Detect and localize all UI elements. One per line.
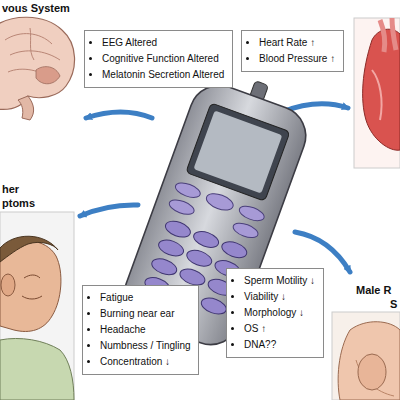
phone-illustration bbox=[220, 239, 249, 261]
bullet-item: Burning near ear bbox=[100, 306, 191, 322]
bullet-item: Fatigue bbox=[100, 290, 191, 306]
man-illustration bbox=[22, 275, 42, 299]
phone-illustration bbox=[199, 295, 228, 317]
arrow bbox=[80, 205, 138, 216]
phone-illustration bbox=[204, 190, 235, 213]
bullet-item: Morphology ↓ bbox=[244, 305, 316, 321]
arrow bbox=[86, 112, 152, 118]
bullet-item: Heart Rate ↑ bbox=[259, 35, 336, 51]
man-illustration bbox=[0, 212, 74, 400]
bullet-list: FatigueBurning near earHeadacheNumbness … bbox=[87, 290, 191, 370]
bullet-item: Sperm Motility ↓ bbox=[244, 273, 316, 289]
phone-illustration bbox=[167, 197, 196, 217]
reproductive-illustration bbox=[358, 354, 386, 390]
bullet-item: Blood Pressure ↑ bbox=[259, 51, 336, 67]
phone-illustration bbox=[150, 256, 179, 278]
section-title: Male R bbox=[356, 284, 391, 297]
section-title: her bbox=[2, 183, 19, 196]
brain-illustration bbox=[0, 17, 75, 120]
bullet-item: DNA?? bbox=[244, 337, 316, 353]
phone-illustration bbox=[237, 203, 266, 223]
brain-illustration bbox=[18, 96, 34, 120]
text-box: EEG AlteredCognitive Function AlteredMel… bbox=[84, 30, 233, 88]
reproductive-illustration bbox=[338, 322, 400, 400]
phone-illustration bbox=[231, 220, 260, 240]
bullet-item: OS ↑ bbox=[244, 321, 316, 337]
man-illustration bbox=[0, 236, 58, 262]
heart-illustration bbox=[354, 18, 400, 168]
heart-illustration bbox=[354, 18, 400, 168]
phone-illustration bbox=[186, 103, 290, 201]
reproductive-illustration bbox=[332, 312, 400, 400]
section-title: S bbox=[390, 298, 397, 311]
section-title: ptoms bbox=[2, 197, 35, 210]
bullet-list: EEG AlteredCognitive Function AlteredMel… bbox=[89, 35, 225, 83]
phone-illustration bbox=[163, 218, 192, 240]
phone-illustration bbox=[174, 180, 203, 200]
phone-illustration bbox=[185, 247, 214, 269]
phone-illustration bbox=[191, 228, 220, 250]
arrow bbox=[295, 232, 350, 272]
heart-illustration bbox=[372, 70, 382, 120]
bullet-item: Cognitive Function Altered bbox=[102, 51, 225, 67]
text-box: FatigueBurning near earHeadacheNumbness … bbox=[82, 285, 199, 375]
bullet-item: Concentration ↓ bbox=[100, 354, 191, 370]
heart-illustration bbox=[380, 18, 396, 52]
bullet-item: Melatonin Secretion Altered bbox=[102, 67, 225, 83]
bullet-item: Numbness / Tingling bbox=[100, 338, 191, 354]
bullet-item: EEG Altered bbox=[102, 35, 225, 51]
man-illustration bbox=[0, 338, 74, 400]
phone-illustration bbox=[193, 111, 282, 194]
man-illustration bbox=[1, 274, 15, 296]
brain-illustration bbox=[36, 67, 60, 84]
text-box: Heart Rate ↑Blood Pressure ↑ bbox=[241, 30, 344, 72]
bullet-item: Headache bbox=[100, 322, 191, 338]
text-box: Sperm Motility ↓Viability ↓Morphology ↓O… bbox=[226, 268, 324, 358]
bullet-item: Viability ↓ bbox=[244, 289, 316, 305]
section-title: vous System bbox=[2, 2, 70, 15]
bullet-list: Sperm Motility ↓Viability ↓Morphology ↓O… bbox=[231, 273, 316, 353]
brain-illustration bbox=[0, 17, 75, 109]
man-illustration bbox=[0, 212, 74, 400]
reproductive-illustration bbox=[332, 312, 400, 400]
phone-illustration bbox=[156, 237, 185, 259]
bullet-list: Heart Rate ↑Blood Pressure ↑ bbox=[246, 35, 336, 67]
